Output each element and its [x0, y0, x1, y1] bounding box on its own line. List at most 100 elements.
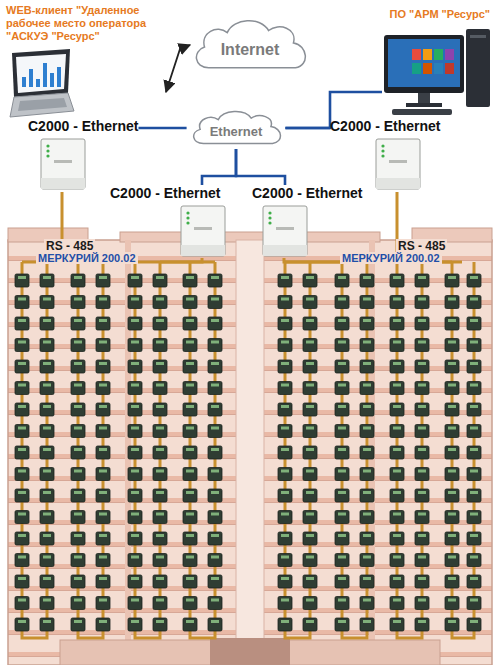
meter-display [363, 534, 371, 537]
workstation-caption: WEB-клиент "Удаленное рабочее место опер… [6, 4, 166, 43]
meter-icon [128, 382, 142, 395]
meter-display [448, 470, 456, 473]
meter-display [281, 276, 289, 279]
meter-display [99, 534, 107, 537]
meter-display [131, 513, 139, 516]
meter-display [186, 341, 194, 344]
rs485-wire [160, 261, 215, 264]
meter-display [99, 620, 107, 623]
meter-icon [128, 296, 142, 309]
meter-icon [128, 554, 142, 567]
meter-display [363, 513, 371, 516]
meter-display [156, 427, 164, 430]
meter-display [131, 491, 139, 494]
meter-icon [303, 382, 317, 395]
meter-display [281, 384, 289, 387]
meter-icon [390, 532, 404, 545]
meter-icon [415, 468, 429, 481]
meter-display [338, 470, 346, 473]
meter-display [43, 534, 51, 537]
meter-display [306, 319, 314, 322]
meter-icon [208, 274, 222, 287]
meter-icon [71, 382, 85, 395]
meter-display [211, 599, 219, 602]
meter-icon [183, 489, 197, 502]
meter-display [448, 513, 456, 516]
meter-display [306, 276, 314, 279]
pc-icon [382, 25, 492, 117]
meter-icon [183, 618, 197, 631]
meter-display [156, 341, 164, 344]
meter-icon [360, 382, 374, 395]
meter-display [338, 319, 346, 322]
meter-display [211, 427, 219, 430]
meter-display [363, 341, 371, 344]
meter-display [211, 319, 219, 322]
meter-icon [335, 339, 349, 352]
meter-display [186, 319, 194, 322]
meter-icon [335, 468, 349, 481]
meter-display [18, 491, 26, 494]
meter-icon [278, 403, 292, 416]
meter-icon [208, 360, 222, 373]
device-title: C2000 - Ethernet [330, 118, 440, 134]
ethernet-line [202, 149, 236, 185]
meter-icon [360, 489, 374, 502]
meter-icon [467, 489, 481, 502]
meter-display [43, 470, 51, 473]
meter-display [363, 470, 371, 473]
meter-display [74, 534, 82, 537]
meter-icon [40, 403, 54, 416]
meter-icon [208, 403, 222, 416]
meter-icon [445, 317, 459, 330]
workstation-node: WEB-клиент "Удаленное рабочее место опер… [6, 4, 166, 127]
meter-display [156, 384, 164, 387]
meter-display [131, 470, 139, 473]
meter-display [43, 341, 51, 344]
meter-icon [15, 274, 29, 287]
meter-display [18, 427, 26, 430]
meter-display [338, 384, 346, 387]
meter-display [470, 513, 478, 516]
meter-display [74, 599, 82, 602]
meter-icon [390, 468, 404, 481]
meter-display [363, 577, 371, 580]
meter-display [156, 534, 164, 537]
meter-display [363, 276, 371, 279]
meter-display [393, 491, 401, 494]
meter-display [186, 620, 194, 623]
meter-icon [15, 296, 29, 309]
meter-icon [445, 360, 459, 373]
meter-icon [183, 296, 197, 309]
meter-icon [390, 446, 404, 459]
meter-icon [445, 511, 459, 524]
meter-icon [390, 360, 404, 373]
meter-display [418, 577, 426, 580]
meter-display [448, 599, 456, 602]
meter-display [156, 405, 164, 408]
meter-icon [445, 446, 459, 459]
meter-icon [360, 296, 374, 309]
meter-display [306, 491, 314, 494]
meter-display [74, 384, 82, 387]
meter-icon [208, 425, 222, 438]
meter-display [18, 362, 26, 365]
meter-display [306, 384, 314, 387]
meter-icon [71, 446, 85, 459]
meter-display [393, 620, 401, 623]
meter-icon [40, 511, 54, 524]
meter-display [448, 427, 456, 430]
meter-icon [15, 360, 29, 373]
meter-display [186, 599, 194, 602]
c2000-ethernet-node: C2000 - Ethernet [28, 118, 138, 190]
meter-icon [71, 532, 85, 545]
meter-icon [303, 274, 317, 287]
meter-display [418, 470, 426, 473]
cloud-label: Internet [188, 41, 312, 59]
meter-display [281, 491, 289, 494]
meter-icon [360, 360, 374, 373]
meter-icon [303, 554, 317, 567]
meter-icon [96, 511, 110, 524]
meter-icon [467, 296, 481, 309]
meter-display [99, 341, 107, 344]
